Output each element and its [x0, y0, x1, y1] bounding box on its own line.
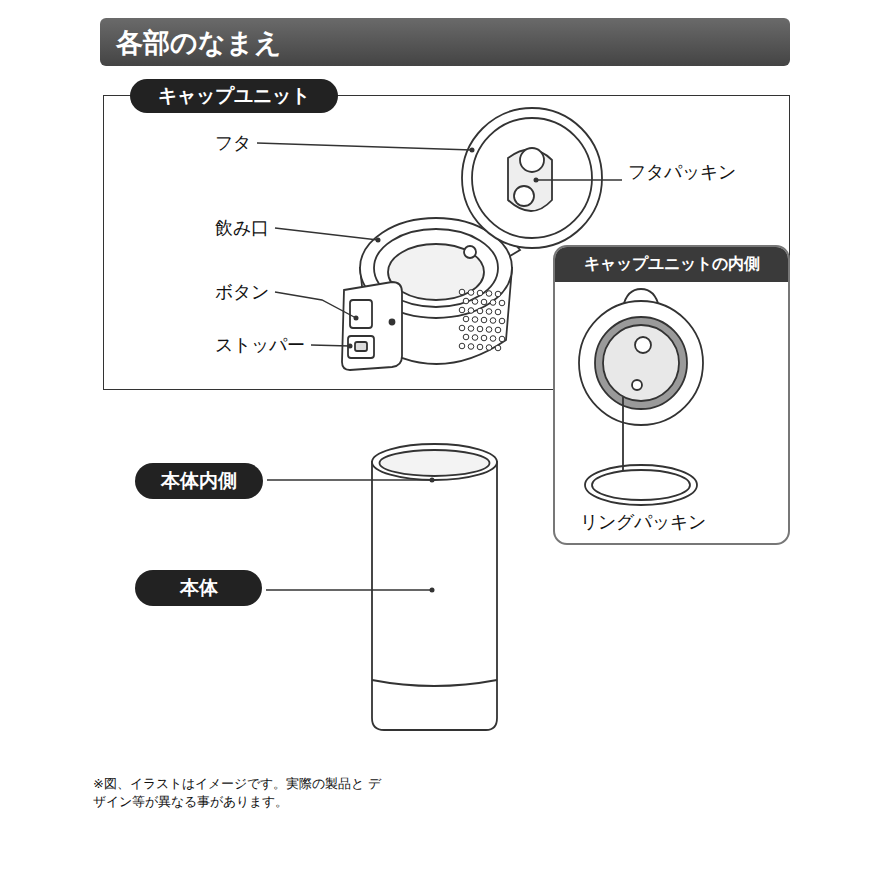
note: ※図、イラストはイメージです。実際の製品と デザイン等が異なる事があります。 [93, 775, 393, 810]
leader-line [275, 292, 356, 318]
part-name: 本体内側 [161, 469, 237, 491]
grip-dot [472, 317, 478, 323]
leader-dot [354, 316, 359, 321]
part-label: フタパッキン [628, 160, 736, 184]
leader-line [267, 479, 432, 480]
lid-plug-small [514, 186, 534, 206]
lid-plug [520, 148, 544, 172]
grip-dot [495, 291, 501, 297]
grip-dot [486, 345, 492, 351]
grip-dot [490, 336, 496, 342]
grip-dot [463, 298, 469, 304]
grip-dot [490, 300, 496, 306]
part-name: 本体 [180, 576, 218, 598]
grip-dot [495, 309, 501, 315]
leader-dot [430, 478, 435, 483]
grip-dot [481, 299, 487, 305]
title: 各部のなまえ [116, 25, 282, 61]
leader-dot [348, 344, 353, 349]
grip-dot [486, 291, 492, 297]
inset-header: キャップユニットの内側 [555, 247, 788, 282]
part-pill: 本体内側 [135, 463, 263, 499]
grip-dot [490, 318, 496, 324]
grip-dot [468, 308, 474, 314]
leader-dot [376, 238, 381, 243]
inner-hole [635, 337, 651, 353]
ring-seat [595, 317, 687, 409]
grip-dot [477, 308, 483, 314]
grip-dot [499, 336, 505, 342]
grip-dot [459, 307, 465, 313]
grip-dot [468, 290, 474, 296]
leader-dot [470, 148, 475, 153]
ring-packing [585, 465, 697, 505]
stopper [348, 336, 374, 358]
stopper-knob [355, 342, 367, 351]
leader-line [266, 589, 432, 590]
grip-dot [472, 299, 478, 305]
leader-line [257, 143, 472, 150]
section-pill: キャップユニット [130, 79, 338, 113]
leader-dot [430, 588, 435, 593]
inner-vent [632, 380, 642, 390]
grip-dot [499, 300, 505, 306]
bottle-band [372, 680, 497, 686]
leader-line [536, 179, 622, 180]
lid-inner [472, 118, 592, 238]
part-label: ボタン [215, 280, 269, 304]
part-label: 飲み口 [215, 216, 269, 240]
grip-dot [468, 344, 474, 350]
part-pill: 本体 [135, 570, 262, 606]
leader-dot [534, 178, 539, 183]
grip-dot [463, 316, 469, 322]
title-band: 各部のなまえ [100, 18, 790, 66]
grip-dot [495, 327, 501, 333]
cap-inner-rim [579, 301, 703, 425]
bottle-drawing [372, 444, 497, 730]
button-housing [342, 282, 402, 370]
grip-dot [459, 289, 465, 295]
inset-drawing [553, 245, 790, 545]
grip-dot [481, 317, 487, 323]
bottle-body [372, 462, 497, 730]
grip-dot [477, 326, 483, 332]
leader-line [275, 228, 378, 240]
grip-dot [472, 335, 478, 341]
grip-dot [495, 345, 501, 351]
grip-dot [499, 318, 505, 324]
grip-dot [486, 327, 492, 333]
pin [390, 320, 395, 325]
ring-packing-inner [592, 470, 690, 500]
bottle-rim [372, 444, 497, 480]
grip-dot [481, 335, 487, 341]
leader-line [622, 397, 624, 471]
bottle-inner [380, 450, 490, 476]
inset-panel: キャップユニットの内側 [553, 245, 790, 545]
part-label: ストッパー [215, 333, 305, 357]
grip-dot [486, 309, 492, 315]
grip-dot [459, 343, 465, 349]
button [350, 300, 372, 328]
grip-dot [459, 325, 465, 331]
leader-line [311, 345, 350, 346]
cap-inner-face [603, 325, 679, 401]
grip-dot [477, 290, 483, 296]
grip-dot [468, 326, 474, 332]
part-label: フタ [215, 131, 251, 155]
lid [462, 108, 602, 248]
part-label: リングパッキン [580, 510, 706, 534]
grip-dots [459, 289, 505, 351]
grip-dot [463, 334, 469, 340]
grip-dot [477, 344, 483, 350]
spout-hole [464, 246, 476, 258]
